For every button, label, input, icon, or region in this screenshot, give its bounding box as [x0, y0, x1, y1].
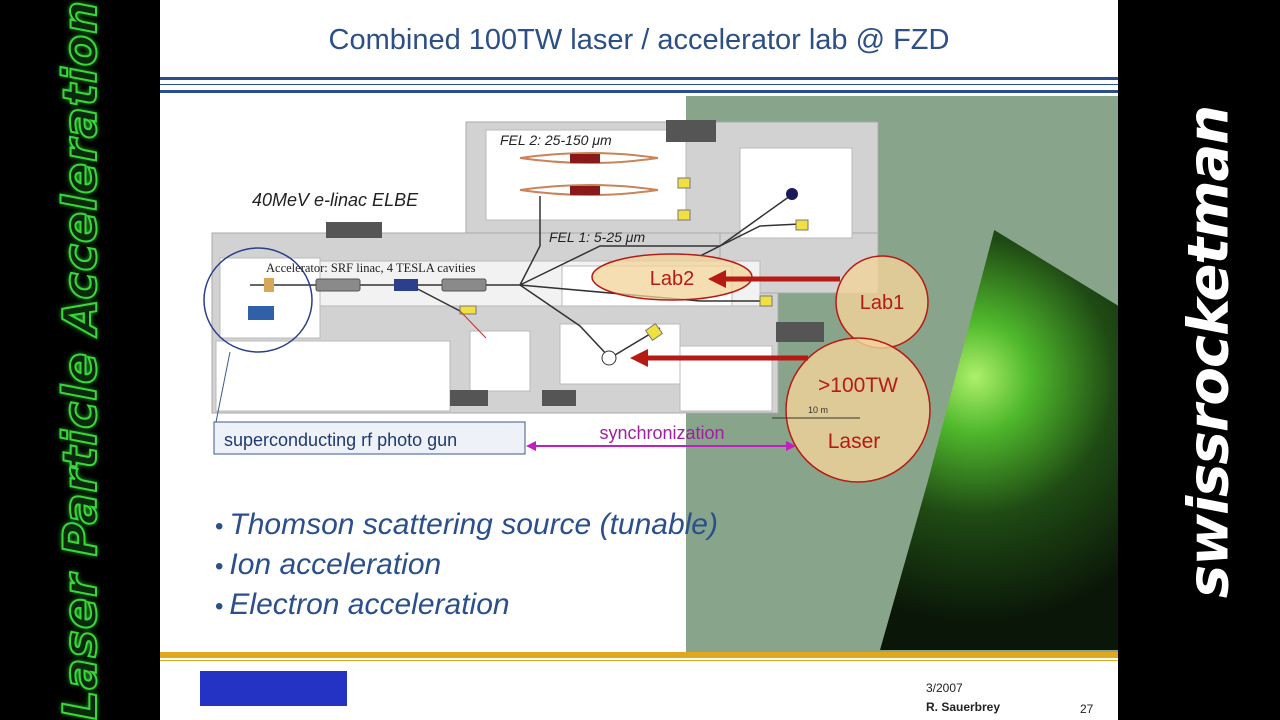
gun-callout-line	[215, 351, 231, 423]
gun-highlight-circle	[203, 247, 313, 353]
lab1-label: Lab1	[860, 292, 905, 314]
scale-label: 10 m	[808, 405, 828, 415]
footer-date: 3/2007	[926, 681, 963, 695]
lab2-label: Lab2	[650, 268, 695, 290]
fel1-detector	[795, 219, 809, 231]
side-caption-right: swissrocketman	[1176, 105, 1242, 599]
gun-label: superconducting rf photo gun	[224, 430, 457, 450]
bullet-text: Thomson scattering source (tunable)	[229, 508, 718, 541]
beamline-east-b	[699, 223, 801, 257]
wall-block	[450, 390, 488, 406]
laser-to-thomson-arrowhead	[630, 349, 648, 367]
lab1-to-lab2-arrowhead	[708, 270, 726, 288]
beamline-to-lab2	[519, 284, 760, 302]
thomson-detector	[644, 322, 664, 342]
sync-label: synchronization	[599, 423, 724, 443]
footer-rule	[160, 652, 1118, 658]
lab2-detector	[759, 295, 773, 307]
bullet-item: •Ion acceleration	[215, 546, 718, 586]
footer-rule-thin	[160, 660, 1118, 661]
left-side-panel: Laser Particle Acceleration	[0, 0, 160, 720]
fel2-detector-2	[677, 209, 691, 221]
gun-label-box	[213, 421, 526, 455]
beamline-to-fel2	[519, 196, 541, 286]
bullet-item: •Thomson scattering source (tunable)	[215, 506, 718, 546]
beam-dump-room	[469, 330, 531, 392]
footer-logo-box	[200, 671, 347, 706]
wall-block	[666, 120, 716, 142]
beam-target-dot	[786, 188, 798, 200]
fel1-label: FEL 1: 5-25 μm	[549, 229, 645, 245]
right-side-panel	[1118, 0, 1280, 720]
beamline-to-fel1	[519, 245, 720, 286]
sync-arrowhead-right	[786, 441, 796, 451]
laser-label: Laser	[828, 430, 881, 453]
laser-circle	[785, 337, 931, 483]
slide-title: Combined 100TW laser / accelerator lab @…	[328, 24, 950, 56]
sync-arrowhead-left	[526, 441, 536, 451]
fel2-room	[485, 129, 687, 221]
bullet-item: •Electron acceleration	[215, 586, 718, 626]
title-rule-thin	[160, 84, 1118, 85]
footer-page-number: 27	[1080, 702, 1094, 716]
dump-detector	[459, 305, 477, 315]
wall-block	[542, 390, 576, 406]
fel2-undulator-1	[570, 154, 600, 163]
lab-floorplan-diagram: Lab2 Lab1 >100TW Laser 10 m FEL 2: 25-15…	[203, 120, 931, 483]
bullet-text: Electron acceleration	[229, 588, 510, 621]
gun-element	[264, 278, 274, 292]
bullet-symbol: •	[215, 593, 224, 620]
fel2-optical-path-upper	[519, 152, 659, 159]
accelerator-label: Accelerator: SRF linac, 4 TESLA cavities	[266, 261, 476, 275]
bullet-symbol: •	[215, 513, 224, 540]
side-caption-left: Laser Particle Acceleration	[52, 0, 108, 720]
fel2-label: FEL 2: 25-150 μm	[500, 132, 612, 148]
linac-cavity-2	[441, 278, 487, 292]
tw-label: >100TW	[818, 374, 898, 397]
wall-block	[326, 222, 382, 238]
fel2-detector-1	[677, 177, 691, 189]
interaction-point	[601, 350, 617, 366]
fel2-undulator-2	[570, 186, 600, 195]
beamline-dump	[409, 284, 461, 312]
bullet-list: •Thomson scattering source (tunable) •Io…	[215, 506, 718, 626]
bullet-text: Ion acceleration	[229, 548, 442, 581]
gun-laser-box	[248, 306, 274, 320]
fel2-optical-path-lower	[519, 184, 659, 191]
slide: Combined 100TW laser / accelerator lab @…	[160, 0, 1118, 720]
beamline-to-thomson	[519, 284, 661, 359]
wall-block	[776, 322, 824, 342]
bullet-symbol: •	[215, 553, 224, 580]
linac-cavity-1	[315, 278, 361, 292]
title-rule	[160, 77, 1118, 80]
title-rule-lower	[160, 90, 1118, 93]
linac-magnet	[394, 279, 418, 291]
dump-arrow	[459, 310, 487, 339]
elbe-label: 40MeV e-linac ELBE	[252, 190, 419, 210]
footer-author: R. Sauerbrey	[926, 700, 1001, 714]
